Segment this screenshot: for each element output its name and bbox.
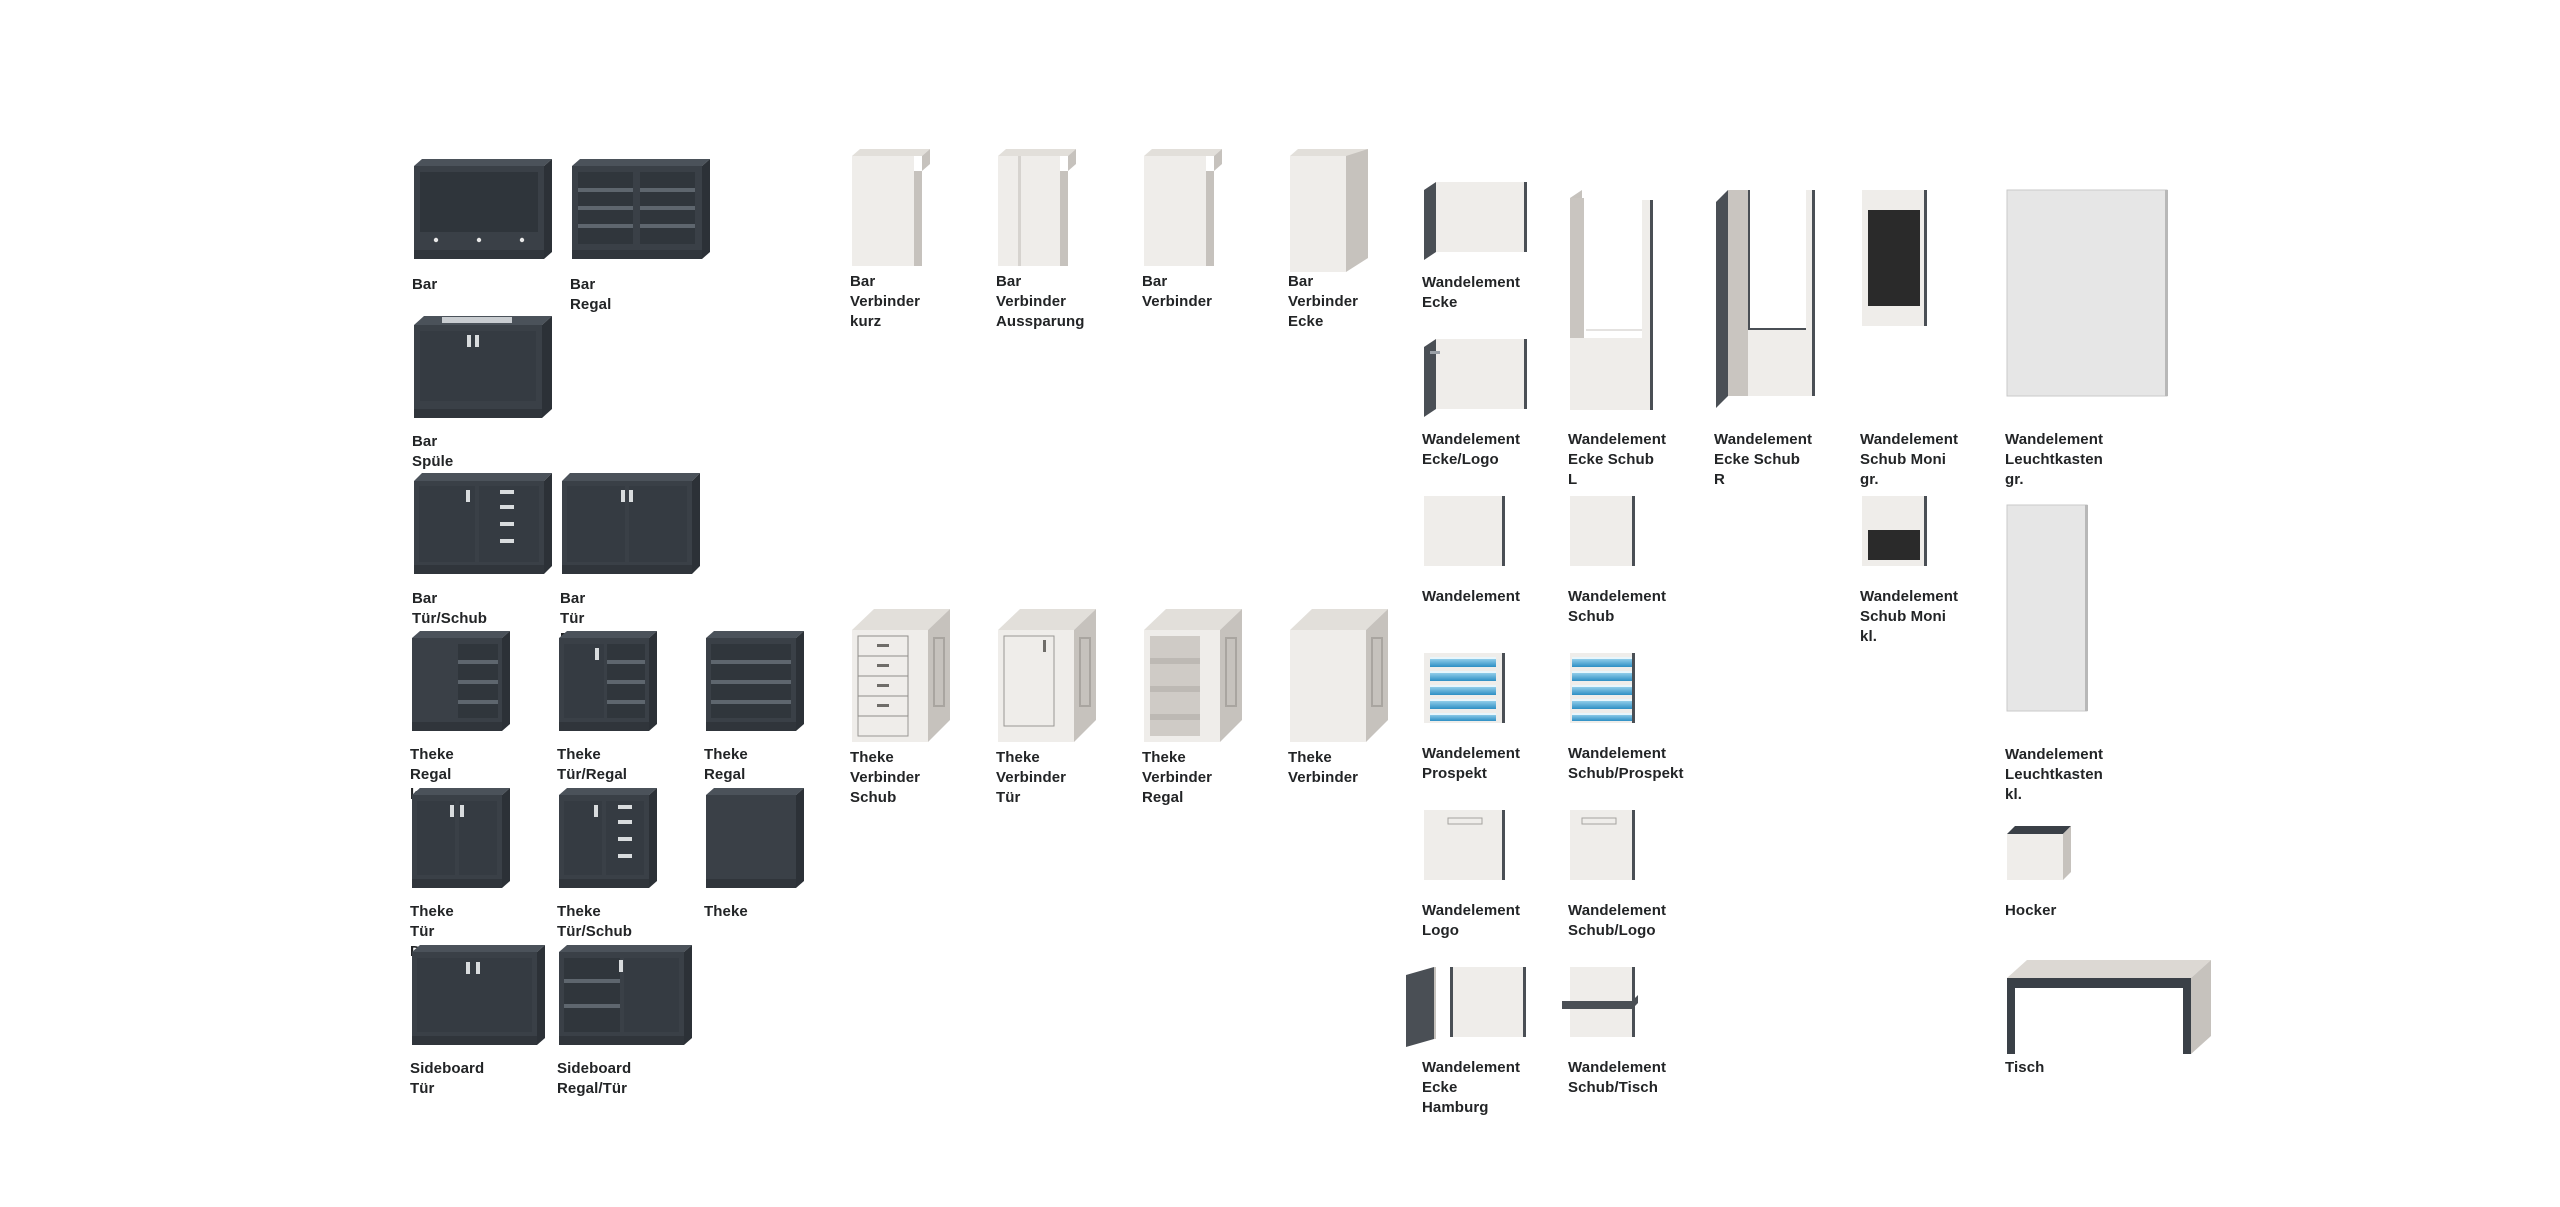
product-label: Wandelement Ecke Schub L (1568, 431, 1667, 488)
wall-corner-drawer-left-icon (1570, 190, 1653, 410)
wall-drawer-logo-icon (1570, 810, 1635, 880)
door-drawer-counter-icon (559, 788, 657, 888)
product-label: Bar Verbinder kurz (850, 273, 921, 330)
wall-corner-hamburg-icon (1406, 967, 1526, 1047)
product-label: Bar Spüle (412, 433, 454, 470)
product-label: Theke Tür/Regal (557, 746, 628, 783)
product-label: Wandelement Leuchtkasten kl. (2005, 746, 2104, 803)
wall-logo-icon (1424, 810, 1505, 880)
door-shelf-counter-icon (559, 631, 657, 731)
product-label: Wandelement Ecke/Logo (1422, 431, 1521, 468)
counter-icon (706, 788, 804, 888)
connector-icon (1144, 149, 1222, 266)
product-label: Theke Verbinder Regal (1142, 749, 1213, 806)
product-label: Wandelement Schub (1568, 588, 1667, 625)
product-label: Theke (704, 903, 748, 920)
product-label: Bar (412, 276, 438, 293)
wall-corner-logo-icon (1424, 339, 1527, 417)
wall-corner-drawer-right-icon (1716, 190, 1815, 408)
product-label: Theke Verbinder Tür (996, 749, 1067, 806)
door-drawer-cabinet-icon (414, 473, 552, 574)
product-label: Theke Regal (704, 746, 748, 783)
product-label: Wandelement Logo (1422, 902, 1521, 939)
product-label: Wandelement Ecke (1422, 274, 1521, 311)
corner-connector-icon (1290, 149, 1368, 272)
recess-connector-icon (998, 149, 1076, 266)
product-label: Bar Verbinder (1142, 273, 1213, 310)
sideboard-shelf-door-icon (559, 945, 692, 1045)
product-label: Theke Regal kl (410, 746, 454, 803)
shelf-cabinet-icon (572, 159, 710, 259)
product-label: Bar Tür/Schub (412, 590, 488, 627)
product-label: Bar Regal (570, 276, 612, 313)
product-label: Bar Verbinder Ecke (1288, 273, 1359, 330)
product-label: Sideboard Regal/Tür (557, 1060, 632, 1097)
product-label: Bar Verbinder Aussparung (996, 273, 1085, 330)
product-label: Wandelement Ecke Schub R (1714, 431, 1813, 488)
product-label: Wandelement Schub/Prospekt (1568, 745, 1684, 782)
brochure-rack-icon (1424, 653, 1505, 723)
product-label: Wandelement Ecke Hamburg (1422, 1059, 1521, 1116)
product-label: Theke Verbinder Schub (850, 749, 921, 806)
double-door-counter-icon (412, 788, 510, 888)
bar-cabinet-icon (414, 159, 552, 259)
product-label: Wandelement Schub/Logo (1568, 902, 1667, 939)
lightbox-small-icon (2006, 504, 2088, 712)
drawer-connector-icon (852, 609, 950, 742)
wall-corner-icon (1424, 182, 1527, 260)
product-label: Wandelement Schub/Tisch (1568, 1059, 1667, 1096)
sideboard-door-icon (412, 945, 545, 1045)
shelf-connector-icon (1144, 609, 1242, 742)
door-connector-icon (998, 609, 1096, 742)
product-label: Tisch (2005, 1059, 2045, 1076)
wall-monitor-large-icon (1862, 190, 1927, 326)
wall-monitor-small-icon (1862, 496, 1927, 566)
short-connector-icon (852, 149, 930, 266)
product-label: Wandelement (1422, 588, 1521, 605)
wall-drawer-icon (1570, 496, 1635, 566)
product-label: Theke Tür/Schub (557, 903, 633, 940)
lightbox-large-icon (2006, 189, 2168, 397)
table-icon (2007, 960, 2211, 1054)
counter-connector-icon (1290, 609, 1388, 742)
double-door-cabinet-icon (562, 473, 700, 574)
stool-icon (2007, 826, 2071, 880)
wall-drawer-table-icon (1562, 967, 1638, 1037)
product-label: Wandelement Schub Moni gr. (1860, 431, 1959, 488)
product-label: Wandelement Prospekt (1422, 745, 1521, 782)
product-label: Theke Verbinder (1288, 749, 1359, 786)
drawer-brochure-rack-icon (1570, 653, 1635, 723)
product-label: Wandelement Leuchtkasten gr. (2005, 431, 2104, 488)
shelf-counter-icon (706, 631, 804, 731)
product-label: Hocker (2005, 902, 2057, 919)
sink-cabinet-icon (414, 316, 552, 418)
wall-panel-icon (1424, 496, 1505, 566)
product-label: Sideboard Tür (410, 1060, 485, 1097)
product-label: Wandelement Schub Moni kl. (1860, 588, 1959, 645)
small-shelf-counter-icon (412, 631, 510, 731)
